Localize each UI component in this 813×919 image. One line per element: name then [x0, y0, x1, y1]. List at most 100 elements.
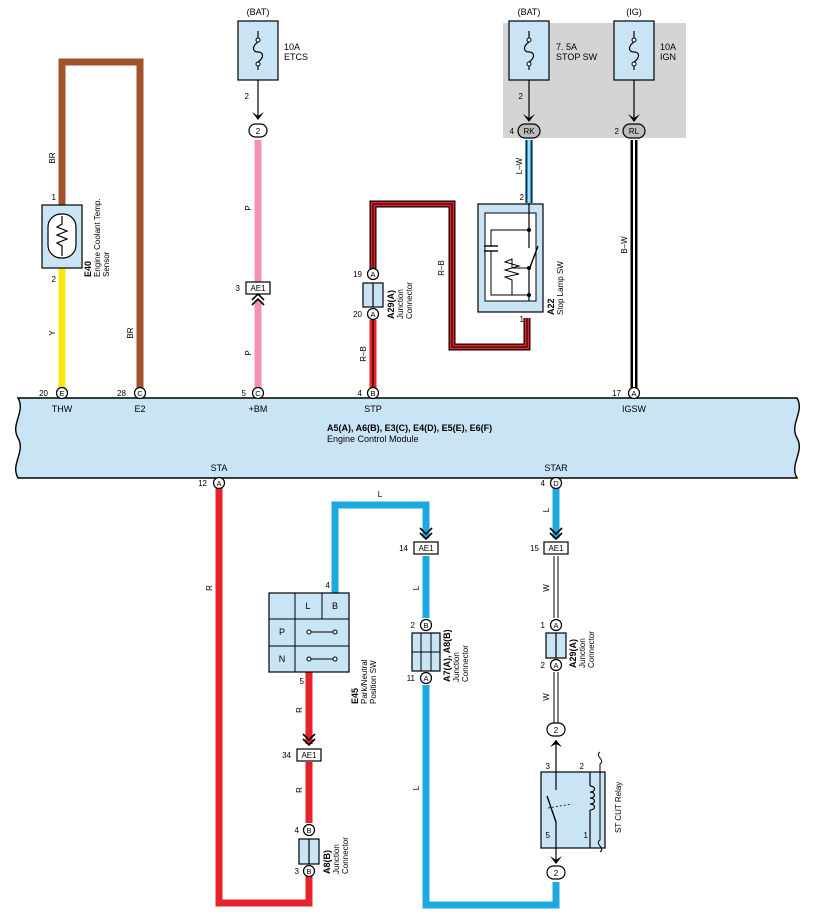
ecm-terminal-sta: A 12 STA [198, 463, 228, 490]
fuse-stop-sw: (BAT) 7. 5A STOP SW 2 [508, 7, 598, 101]
svg-text:20: 20 [353, 310, 362, 319]
svg-text:P: P [279, 627, 285, 637]
svg-text:E40: E40 [83, 261, 93, 277]
label-wire-r-e45: R [295, 707, 304, 713]
svg-text:4: 4 [326, 581, 331, 590]
e45-park-neutral-position-switch: L B P N 4 5 E45 Park/Neutral Position SW [268, 581, 378, 704]
svg-text:4: 4 [541, 479, 546, 488]
svg-text:5: 5 [300, 677, 305, 686]
ecm-body [15, 397, 800, 479]
svg-text:ST CUT Relay: ST CUT Relay [614, 782, 623, 833]
svg-text:4: 4 [295, 826, 300, 835]
svg-text:AE1: AE1 [548, 544, 564, 553]
inline-connector-2-relay-bottom: 2 [546, 856, 566, 880]
svg-text:5: 5 [546, 831, 551, 840]
svg-text:D: D [553, 479, 559, 488]
svg-text:C: C [137, 389, 143, 398]
svg-text:2: 2 [411, 621, 416, 630]
a29-junction-connector-top: A 19 A 20 A29(A) Junction Connector [353, 267, 414, 321]
svg-text:Connector: Connector [587, 631, 596, 668]
svg-text:2: 2 [554, 726, 559, 735]
svg-text:THW: THW [52, 404, 73, 414]
svg-text:19: 19 [353, 270, 362, 279]
a8b-junction-connector: B 4 B 3 A8(B) Junction Connector [295, 823, 350, 878]
svg-text:Junction: Junction [578, 638, 587, 668]
label-wire-l-top: L [378, 490, 383, 499]
svg-text:E: E [59, 389, 64, 398]
svg-text:11: 11 [407, 674, 416, 683]
svg-text:(IG): (IG) [626, 7, 642, 17]
fuse-ign: (IG) 10A IGN [613, 7, 676, 81]
svg-text:A: A [216, 479, 221, 488]
label-wire-l-mid: L [412, 585, 421, 590]
label-wire-lw: L–W [515, 157, 524, 174]
svg-text:1: 1 [52, 193, 57, 202]
svg-text:A29(A): A29(A) [386, 290, 396, 319]
svg-text:4: 4 [510, 127, 515, 136]
svg-text:E45: E45 [350, 688, 360, 704]
svg-text:AE1: AE1 [250, 284, 266, 293]
svg-text:2: 2 [245, 92, 250, 101]
svg-text:N: N [279, 654, 286, 664]
svg-text:2: 2 [519, 92, 524, 101]
svg-text:12: 12 [198, 479, 207, 488]
svg-text:A22: A22 [546, 298, 556, 315]
svg-text:A: A [370, 310, 375, 319]
arrow-stop [523, 114, 535, 122]
svg-text:2: 2 [541, 661, 546, 670]
svg-text:5: 5 [242, 389, 247, 398]
svg-text:10A: 10A [284, 42, 300, 52]
wire-r-sta [215, 488, 313, 907]
svg-text:10A: 10A [660, 42, 676, 52]
svg-text:Sensor: Sensor [102, 251, 111, 277]
ecm-terminal-bm: C 5 +BM [242, 386, 267, 414]
a29-junction-connector-bottom: A 1 A 2 A29(A) Junction Connector [541, 618, 596, 672]
svg-text:20: 20 [39, 389, 48, 398]
svg-text:2: 2 [580, 762, 585, 771]
label-wire-y: Y [48, 330, 57, 336]
svg-text:RL: RL [629, 127, 640, 136]
label-wire-l-lower: L [412, 785, 421, 790]
svg-text:A: A [553, 621, 558, 630]
ecm-terminal-e2: C 28 E2 [117, 386, 147, 414]
svg-text:2: 2 [256, 127, 261, 136]
label-wire-p-upper: P [244, 205, 253, 210]
svg-text:28: 28 [117, 389, 126, 398]
wire-l-lower [422, 685, 560, 909]
ecm-terminal-igsw: A 17 IGSW [612, 386, 647, 414]
ecm-terminal-star: D 4 STAR [541, 463, 568, 490]
svg-text:IGSW: IGSW [622, 404, 647, 414]
svg-text:B: B [306, 826, 311, 835]
label-wire-w-lower: W [542, 693, 551, 701]
svg-text:STAR: STAR [544, 463, 568, 473]
svg-text:14: 14 [399, 544, 408, 553]
connector-rl: RL 2 [615, 123, 646, 139]
svg-text:17: 17 [612, 389, 621, 398]
e40-coolant-temp-sensor: 1 2 E40 Engine Coolant Temp. Sensor [41, 193, 111, 284]
svg-text:Junction: Junction [332, 844, 341, 874]
st-cut-relay: 3 2 5 1 ST CUT Relay [540, 751, 623, 853]
wire-br [58, 58, 144, 393]
svg-text:AE1: AE1 [301, 751, 317, 760]
connector-ae1-14: AE1 14 [399, 527, 439, 555]
svg-text:Engine Coolant Temp.: Engine Coolant Temp. [93, 198, 102, 277]
a7-a8-junction-connector: B 2 A 11 A7(A), A8(B) Junction Connector [407, 618, 470, 685]
svg-text:A29(A): A29(A) [568, 639, 578, 668]
ecm-terminal-stp: B 4 STP [358, 386, 382, 414]
svg-text:B: B [423, 621, 428, 630]
svg-text:34: 34 [282, 751, 291, 760]
label-wire-r-ae1: R [295, 787, 304, 793]
svg-text:B: B [306, 867, 311, 876]
svg-text:Connector: Connector [461, 645, 470, 682]
svg-text:3: 3 [295, 867, 300, 876]
svg-text:STA: STA [211, 463, 228, 473]
label-wire-w-upper: W [542, 584, 551, 592]
svg-text:Junction: Junction [396, 289, 405, 319]
svg-text:2: 2 [554, 869, 559, 878]
svg-text:RK: RK [523, 127, 535, 136]
svg-text:A8(B): A8(B) [322, 850, 332, 874]
svg-text:3: 3 [546, 762, 551, 771]
svg-text:B: B [332, 601, 338, 611]
svg-text:A7(A), A8(B): A7(A), A8(B) [442, 629, 452, 682]
